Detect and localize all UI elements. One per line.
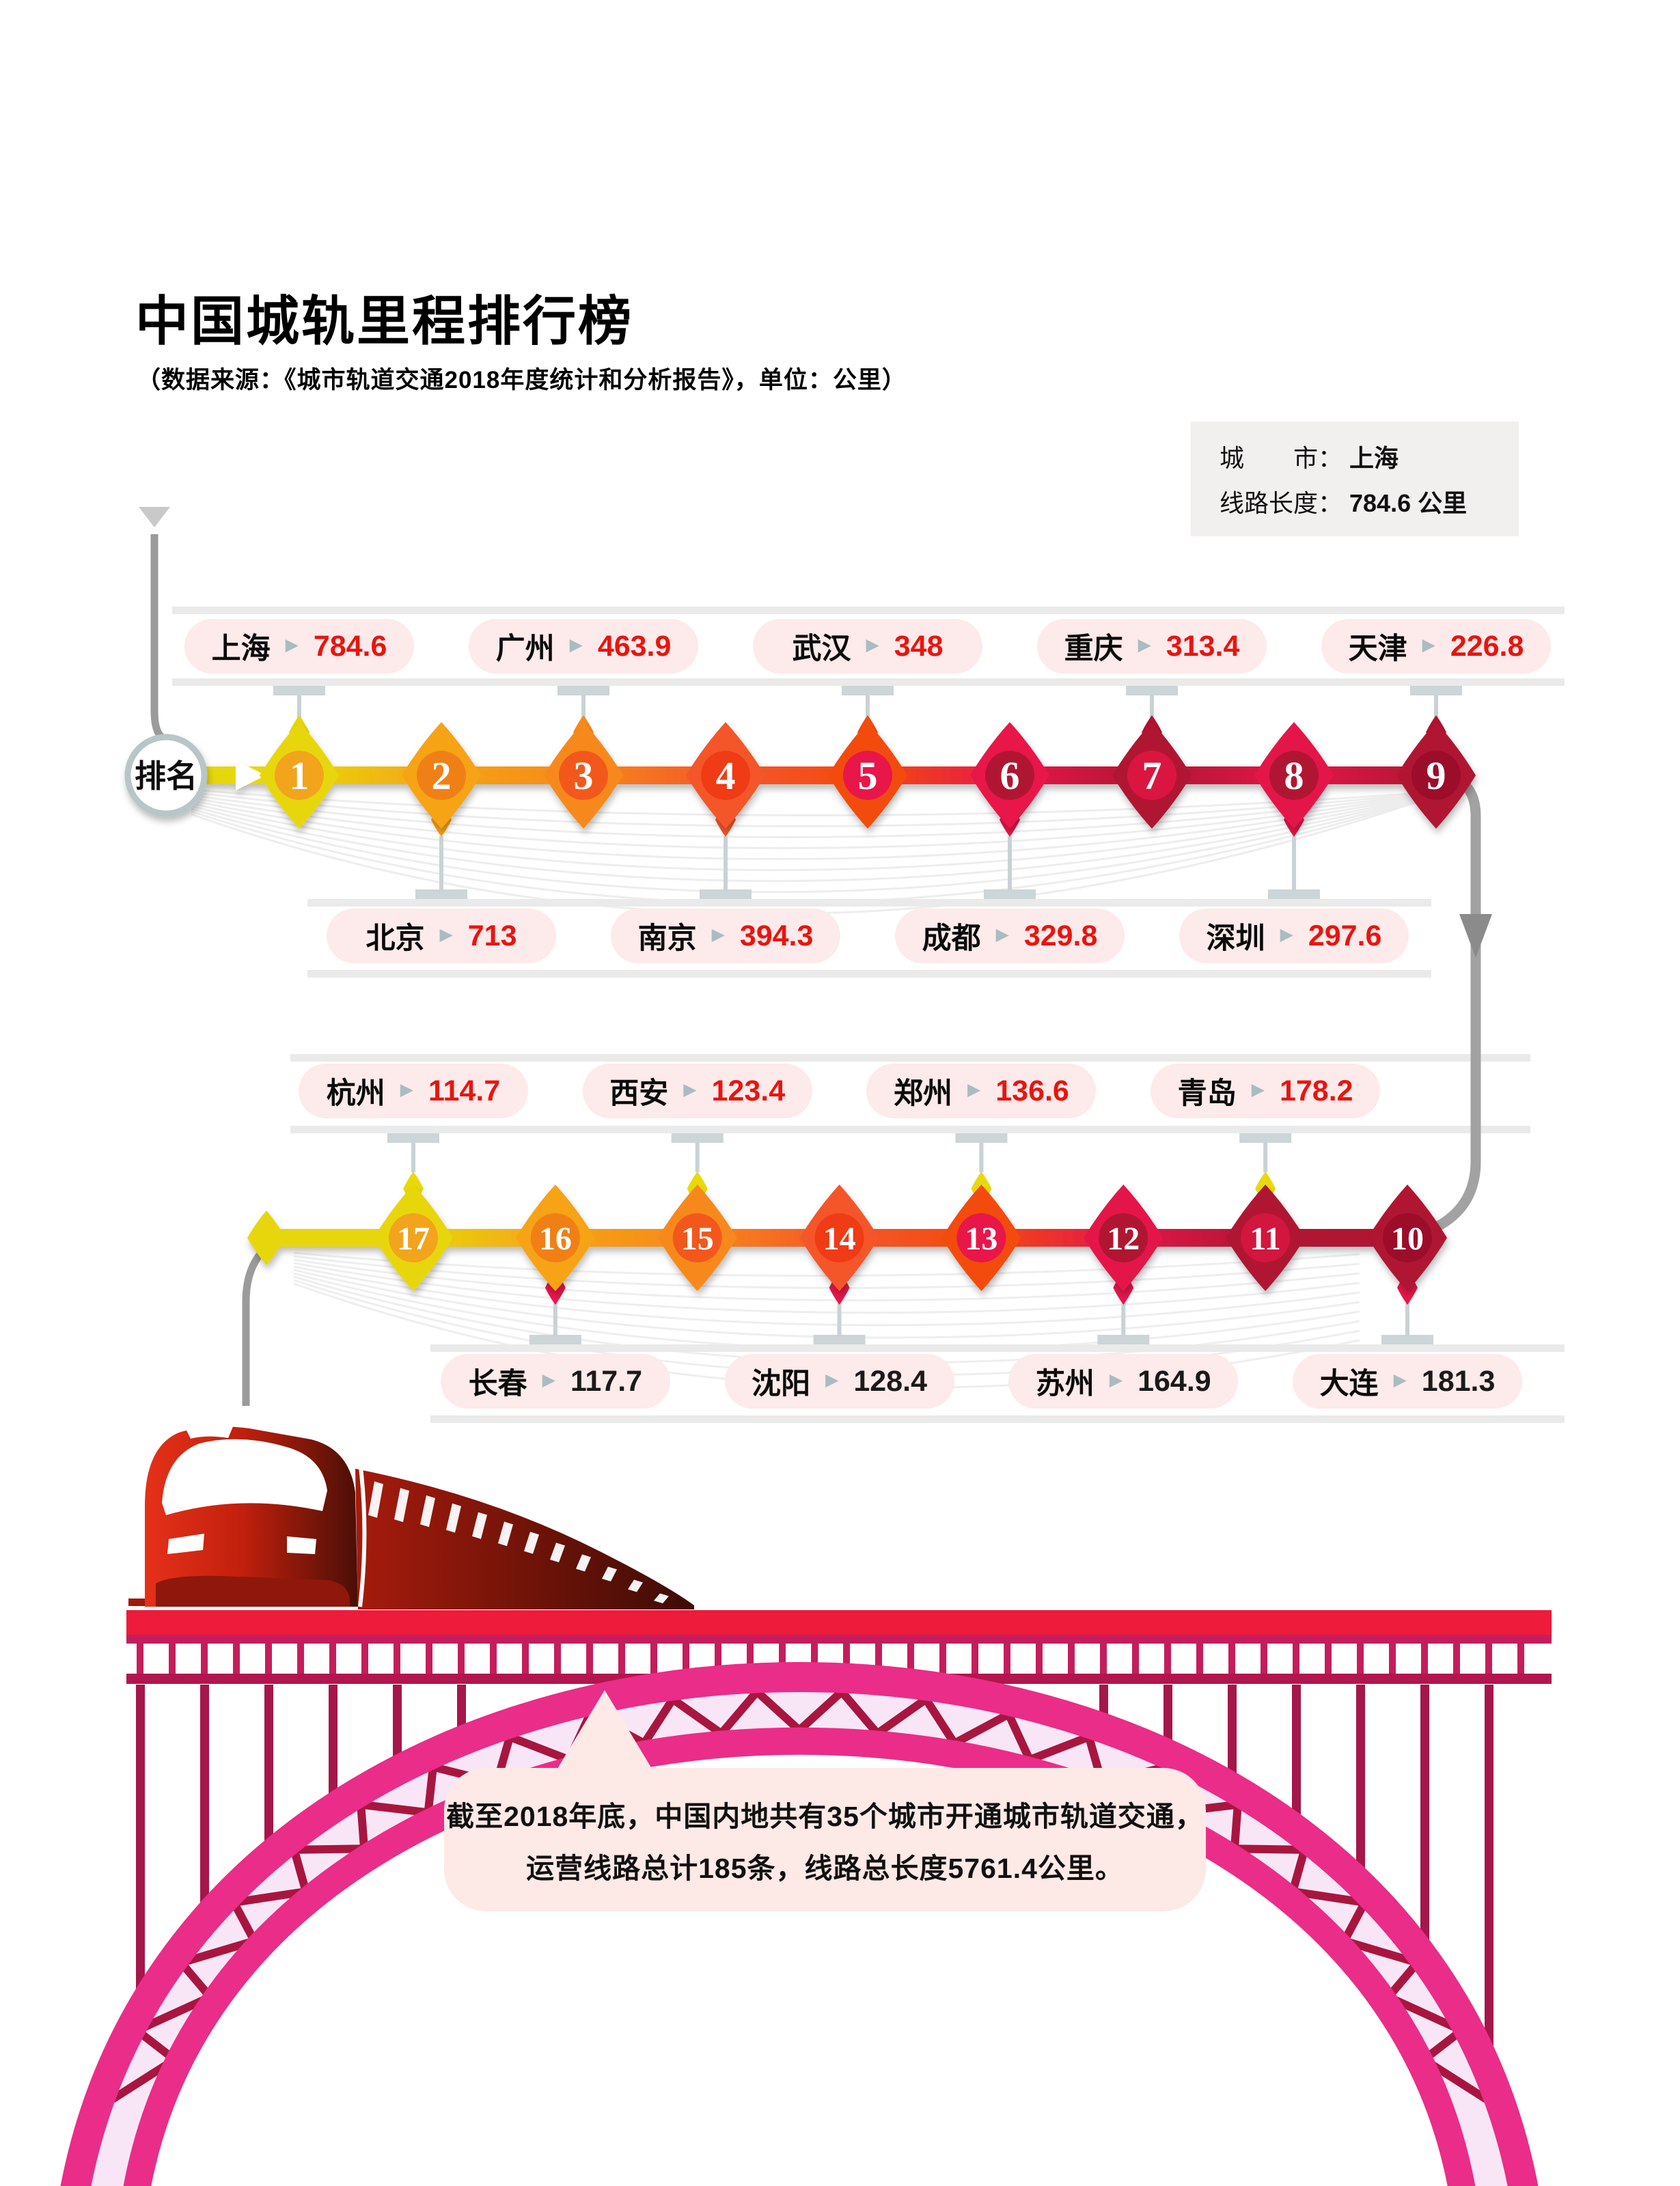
rank-node: 14 — [799, 1185, 879, 1291]
connector-foot — [1381, 1335, 1433, 1344]
rank-badge: 排名 — [124, 734, 208, 817]
bridge-hanger — [264, 1685, 273, 1844]
connector-foot — [415, 889, 467, 899]
data-source-note: （数据来源：《城市轨道交通2018年度统计和分析报告》，单位：公里） — [137, 367, 907, 393]
connector-foot — [273, 686, 325, 695]
arrow-right-icon — [236, 760, 266, 790]
rank-number: 13 — [965, 1221, 997, 1257]
info-length-row: 线路长度： 784.6 公里 — [1220, 484, 1519, 519]
rank-node: 17 — [374, 1185, 453, 1291]
rank-number: 16 — [539, 1221, 572, 1257]
bridge-hanger — [1356, 1685, 1365, 1871]
connector-foot — [700, 889, 752, 899]
rank-number: 6 — [1000, 753, 1020, 798]
rank-node: 2 — [402, 722, 481, 829]
bridge-hanger — [1163, 1685, 1172, 1741]
bridge-hanger — [200, 1685, 209, 1907]
arrow-down-icon — [1459, 914, 1492, 958]
rank-number: 10 — [1391, 1221, 1424, 1257]
info-city-value: 上海 — [1349, 444, 1399, 472]
connector-foot — [1268, 889, 1320, 899]
info-city-row: 城 市： 上海 — [1220, 439, 1519, 474]
rank-number: 2 — [432, 753, 452, 798]
rank-node: 6 — [970, 722, 1049, 829]
rank-node: 7 — [1112, 722, 1192, 829]
bridge-hanger — [1485, 1685, 1493, 2060]
connector-foot — [1097, 1335, 1150, 1344]
connector-foot — [955, 1133, 1008, 1143]
bridge-hanger — [1099, 1685, 1108, 1715]
rank-badge-label: 排名 — [135, 758, 197, 794]
summary-line-1: 截至2018年底，中国内地共有35个城市开通城市轨道交通， — [446, 1801, 1204, 1832]
connector-foot — [529, 1335, 581, 1344]
connector-line2-to-train — [242, 1243, 271, 1406]
rank-node: 1 — [260, 722, 339, 829]
arrow-down-icon — [139, 507, 170, 527]
bubble-pointer — [555, 1690, 654, 1772]
rank-number: 4 — [716, 753, 736, 798]
rank-node: 9 — [1396, 722, 1476, 829]
bridge-hanger — [1228, 1685, 1237, 1774]
connector-foot — [1126, 686, 1178, 695]
info-city-label: 城 市： — [1220, 444, 1343, 472]
connector-foot — [557, 686, 609, 695]
rank-node: 5 — [828, 722, 907, 829]
connector-foot — [984, 889, 1036, 899]
rank-node: 10 — [1367, 1185, 1447, 1291]
connector-foot — [671, 1133, 724, 1143]
bridge-hanger — [457, 1685, 466, 1728]
rank-number: 1 — [290, 753, 309, 798]
line2-end-cap — [247, 1210, 286, 1265]
page-title: 中国城轨里程排行榜 — [135, 291, 634, 351]
bridge-hanger — [1420, 1685, 1429, 1945]
rank-number: 12 — [1107, 1221, 1140, 1257]
rank-node: 4 — [686, 722, 765, 829]
rank-number: 9 — [1427, 753, 1446, 798]
bridge-hanger — [136, 1685, 145, 1998]
swoosh-decoration — [191, 788, 1449, 1389]
rank-number: 5 — [858, 753, 878, 798]
bridge-hanger — [329, 1685, 338, 1795]
connector-foot — [842, 686, 894, 695]
connector-foot — [387, 1133, 439, 1143]
info-length-value: 784.6 公里 — [1349, 489, 1468, 517]
connector-foot — [813, 1335, 866, 1344]
highlight-info-box: 城 市： 上海 线路长度： 784.6 公里 — [1191, 421, 1519, 536]
summary-speech-bubble: 截至2018年底，中国内地共有35个城市开通城市轨道交通， 运营线路总计185条… — [444, 1768, 1206, 1911]
connector-rank9-to-10 — [1407, 770, 1481, 1242]
train-illustration — [128, 1424, 694, 1609]
rank-node: 13 — [941, 1185, 1021, 1291]
rank-number: 17 — [397, 1221, 430, 1257]
rank-number: 15 — [681, 1221, 714, 1257]
rank-node: 8 — [1254, 722, 1334, 829]
rank-number: 7 — [1142, 753, 1162, 798]
connector-foot — [1239, 1133, 1292, 1143]
rank-number: 14 — [823, 1221, 856, 1257]
bridge-hanger — [393, 1685, 402, 1758]
bridge-deck — [126, 1610, 1552, 1635]
rank-node: 3 — [544, 722, 623, 829]
rank-number: 3 — [574, 753, 594, 798]
rank-number: 11 — [1250, 1221, 1280, 1257]
rank-node: 11 — [1226, 1185, 1306, 1291]
bridge-hanger — [1292, 1685, 1301, 1816]
rank-node: 12 — [1084, 1185, 1163, 1291]
rank-node: 16 — [515, 1185, 595, 1291]
summary-line-2: 运营线路总计185条，线路总长度5761.4公里。 — [526, 1853, 1124, 1884]
connector-foot — [1410, 686, 1462, 695]
rank-number: 8 — [1284, 753, 1304, 798]
info-length-label: 线路长度： — [1220, 489, 1343, 517]
rank-node: 15 — [657, 1185, 737, 1291]
